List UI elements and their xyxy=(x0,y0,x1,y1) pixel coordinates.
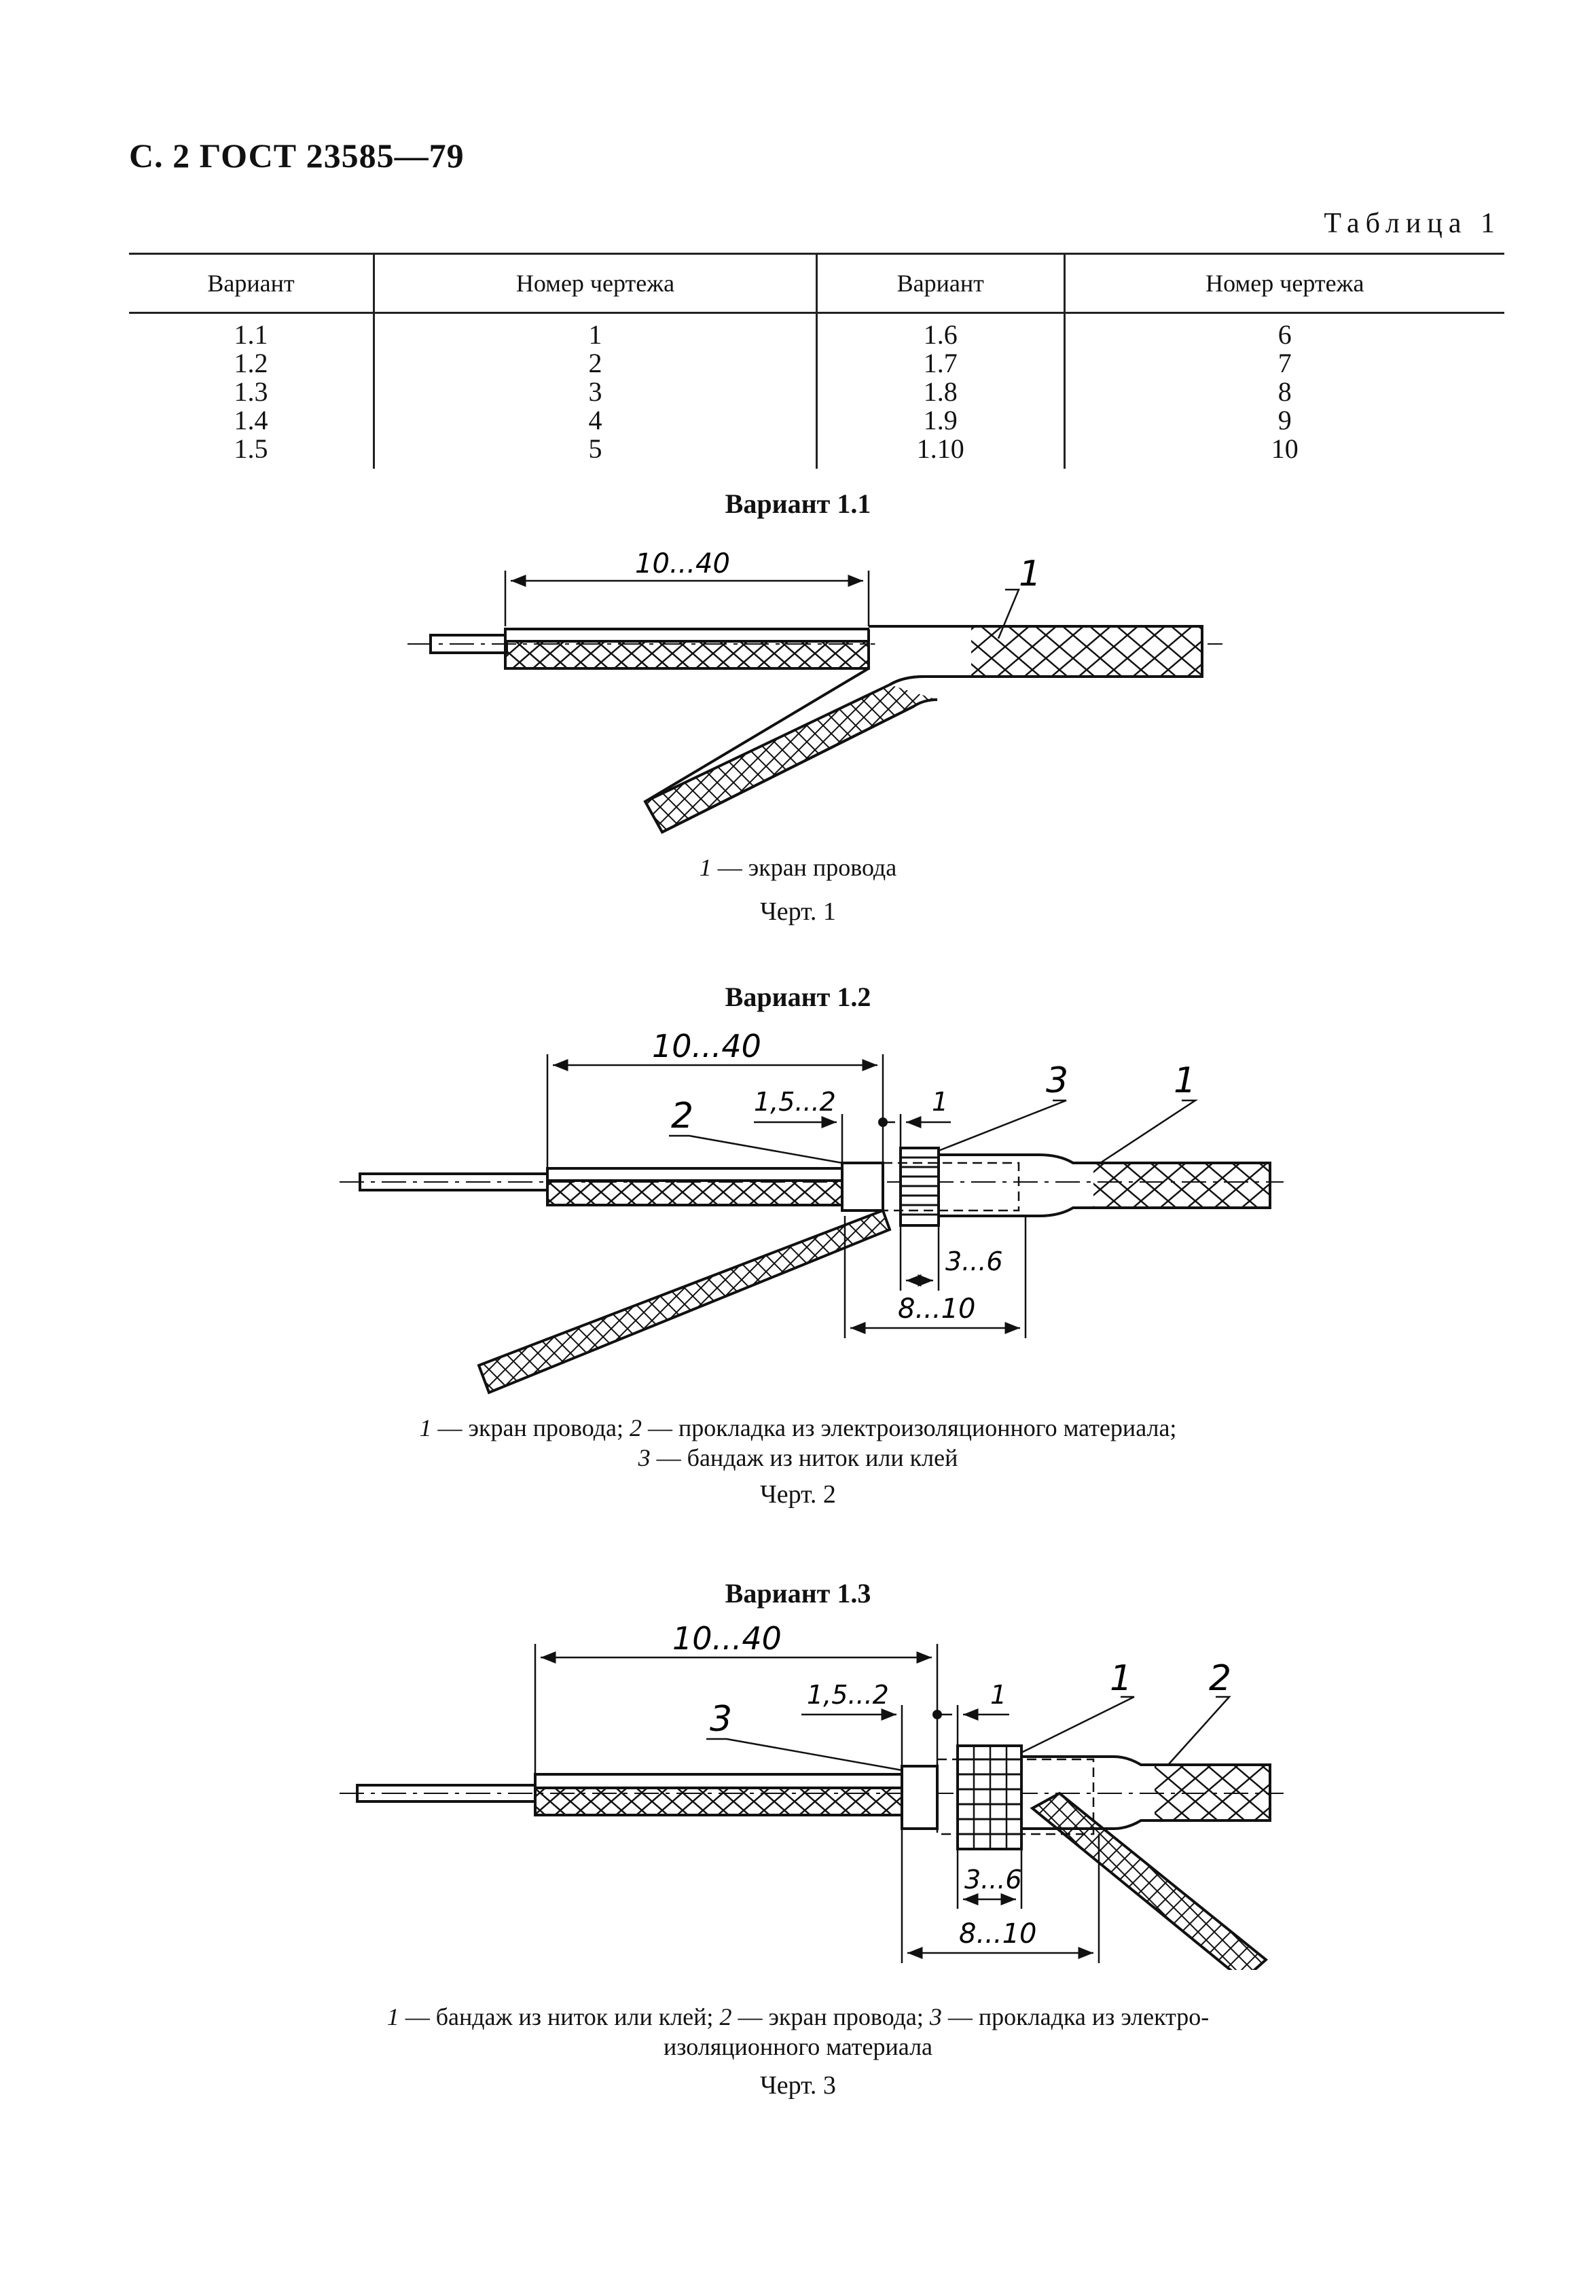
table-cell: 5 xyxy=(373,435,817,469)
figure-1-legend: 1 — экран провода xyxy=(0,853,1596,882)
table-row: 1.1 1 1.6 6 xyxy=(129,312,1504,350)
legend-text: — экран провода; xyxy=(731,2003,930,2030)
table-title: Таблица 1 xyxy=(1324,208,1501,239)
table-cell: 1.9 xyxy=(815,406,1065,435)
column-header: Вариант xyxy=(815,253,1065,314)
table-row: 1.4 4 1.9 9 xyxy=(129,406,1504,435)
callout-3: 3 xyxy=(1046,1060,1068,1101)
dim-total: 8...10 xyxy=(959,1918,1037,1950)
figure-2-legend: 1 — экран провода; 2 — прокладка из элек… xyxy=(0,1413,1596,1473)
table-cell: 1.6 xyxy=(815,312,1065,349)
table-cell: 1.4 xyxy=(234,405,268,435)
table-cell: 1.3 xyxy=(234,376,268,407)
table-cell: 1.10 xyxy=(815,435,1065,469)
dim-one: 1 xyxy=(990,1680,1006,1710)
legend-line: 3 — бандаж из ниток или клей xyxy=(0,1443,1596,1473)
dim-band: 3...6 xyxy=(945,1246,1003,1276)
figure-1-title: Вариант 1.1 xyxy=(725,488,871,519)
dim-gap: 1,5...2 xyxy=(807,1680,889,1710)
dim-band: 3...6 xyxy=(964,1865,1022,1895)
table-row: 1.3 3 1.8 8 xyxy=(129,378,1504,406)
callout-1: 1 xyxy=(1174,1060,1196,1101)
page-header: С. 2 ГОСТ 23585—79 xyxy=(129,137,465,175)
column-header: Номер чертежа xyxy=(1063,253,1504,314)
dim-main: 10...40 xyxy=(672,1620,782,1657)
table-cell: 1 xyxy=(373,312,817,349)
figure-3-legend: 1 — бандаж из ниток или клей; 2 — экран … xyxy=(0,2002,1596,2062)
table-cell: 8 xyxy=(1063,378,1504,406)
callout-2: 2 xyxy=(671,1096,693,1136)
table-cell: 3 xyxy=(373,378,817,406)
table-cell: 10 xyxy=(1063,435,1504,469)
legend-text: — экран провода xyxy=(711,854,897,881)
legend-num: 3 xyxy=(929,2003,942,2030)
legend-line: изоляционного материала xyxy=(0,2032,1596,2062)
dim-total: 8...10 xyxy=(898,1293,976,1325)
legend-text: — прокладка из электро- xyxy=(941,2003,1210,2030)
legend-text: — экран провода; xyxy=(431,1414,630,1441)
legend-num: 3 xyxy=(638,1444,651,1471)
drawing-3: 10...40 1,5...2 1 3...6 8...10 3 1 2 xyxy=(340,1620,1284,1970)
legend-num: 2 xyxy=(630,1414,642,1441)
dim-main: 10...40 xyxy=(652,1028,761,1064)
dim-one: 1 xyxy=(932,1087,948,1117)
legend-num: 2 xyxy=(719,2003,732,2030)
drawing-1: 10...40 1 xyxy=(407,548,1222,834)
callout-1: 1 xyxy=(1110,1658,1132,1699)
table-cell: 1.7 xyxy=(815,349,1065,378)
figure-3-title: Вариант 1.3 xyxy=(725,1578,871,1609)
table-cell: 6 xyxy=(1063,312,1504,349)
legend-line: 1 — бандаж из ниток или клей; 2 — экран … xyxy=(0,2002,1596,2032)
legend-text: изоляционного материала xyxy=(663,2033,933,2060)
figure-3-label: Черт. 3 xyxy=(760,2071,836,2100)
table-cell: 2 xyxy=(373,349,817,378)
figure-2-label: Черт. 2 xyxy=(760,1480,836,1509)
table-cell: 1.5 xyxy=(234,433,268,464)
legend-num: 1 xyxy=(419,1414,432,1441)
legend-text: — бандаж из ниток или клей; xyxy=(399,2003,720,2030)
legend-text: — бандаж из ниток или клей xyxy=(650,1444,958,1471)
table-cell: 9 xyxy=(1063,406,1504,435)
column-header: Номер чертежа xyxy=(373,253,817,314)
column-header: Вариант xyxy=(129,253,374,314)
table-header-row: Вариант Номер чертежа Вариант Номер черт… xyxy=(129,253,1504,314)
legend-line: 1 — экран провода; 2 — прокладка из элек… xyxy=(0,1413,1596,1443)
table-cell: 7 xyxy=(1063,349,1504,378)
callout-3: 3 xyxy=(710,1699,732,1740)
variants-table: Вариант Номер чертежа Вариант Номер черт… xyxy=(129,253,1504,469)
legend-text: — прокладка из электроизоляционного мате… xyxy=(642,1414,1177,1441)
legend-num: 1 xyxy=(699,854,712,881)
table-row: 1.2 2 1.7 7 xyxy=(129,349,1504,378)
callout-2: 2 xyxy=(1209,1658,1231,1699)
dim-main: 10...40 xyxy=(635,548,730,579)
table-cell: 1.1 xyxy=(234,319,268,350)
table-row: 1.5 5 1.10 10 xyxy=(129,435,1504,469)
figure-2-title: Вариант 1.2 xyxy=(725,982,871,1012)
table-cell: 1.2 xyxy=(234,348,268,378)
figure-1-label: Черт. 1 xyxy=(760,897,836,926)
table-cell: 4 xyxy=(373,406,817,435)
drawing-2: 10...40 1,5...2 1 3...6 8...10 2 3 1 xyxy=(340,1028,1284,1395)
legend-num: 1 xyxy=(386,2003,399,2030)
dim-gap: 1,5...2 xyxy=(754,1087,836,1117)
table-cell: 1.8 xyxy=(815,378,1065,406)
callout-1: 1 xyxy=(1019,554,1041,594)
